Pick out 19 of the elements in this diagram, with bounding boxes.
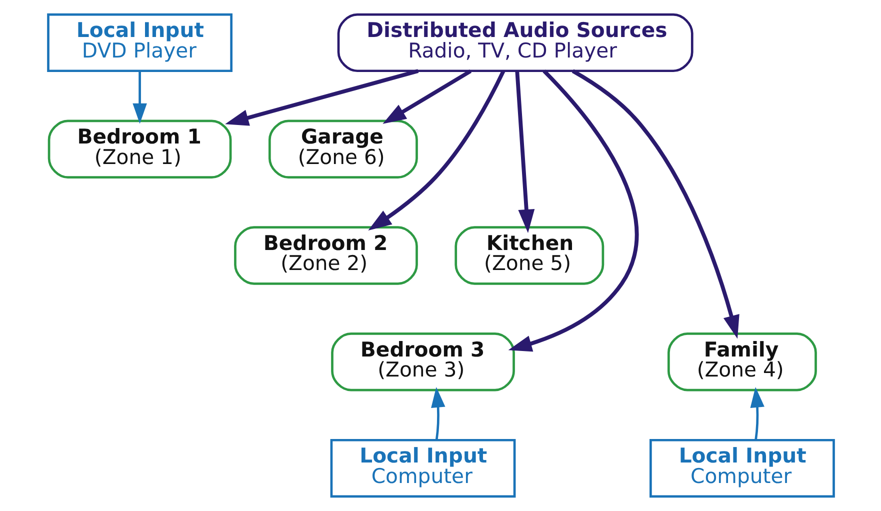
node-box: Bedroom 1 (Zone 1) xyxy=(47,120,232,178)
arrow xyxy=(750,387,764,440)
arrow xyxy=(382,69,472,124)
node-box: Local Input Computer xyxy=(330,438,516,498)
node-box: Local Input Computer xyxy=(649,438,834,498)
node-box: Distributed Audio Sources Radio, TV, CD Player xyxy=(336,13,693,72)
node-box: Local Input DVD Player xyxy=(46,13,232,72)
arrow xyxy=(132,71,146,124)
node-box: Garage (Zone 6) xyxy=(268,120,418,178)
node-box: Bedroom 2 (Zone 2) xyxy=(234,226,418,285)
arrow xyxy=(571,69,739,339)
arrow xyxy=(430,387,445,440)
node-box: Bedroom 3 (Zone 3) xyxy=(330,332,514,392)
arrow xyxy=(508,70,638,352)
arrow xyxy=(514,71,534,233)
arrow xyxy=(224,69,418,126)
node-box: Family (Zone 4) xyxy=(667,332,816,392)
arrow xyxy=(368,70,505,230)
node-box: Kitchen (Zone 5) xyxy=(454,226,604,285)
